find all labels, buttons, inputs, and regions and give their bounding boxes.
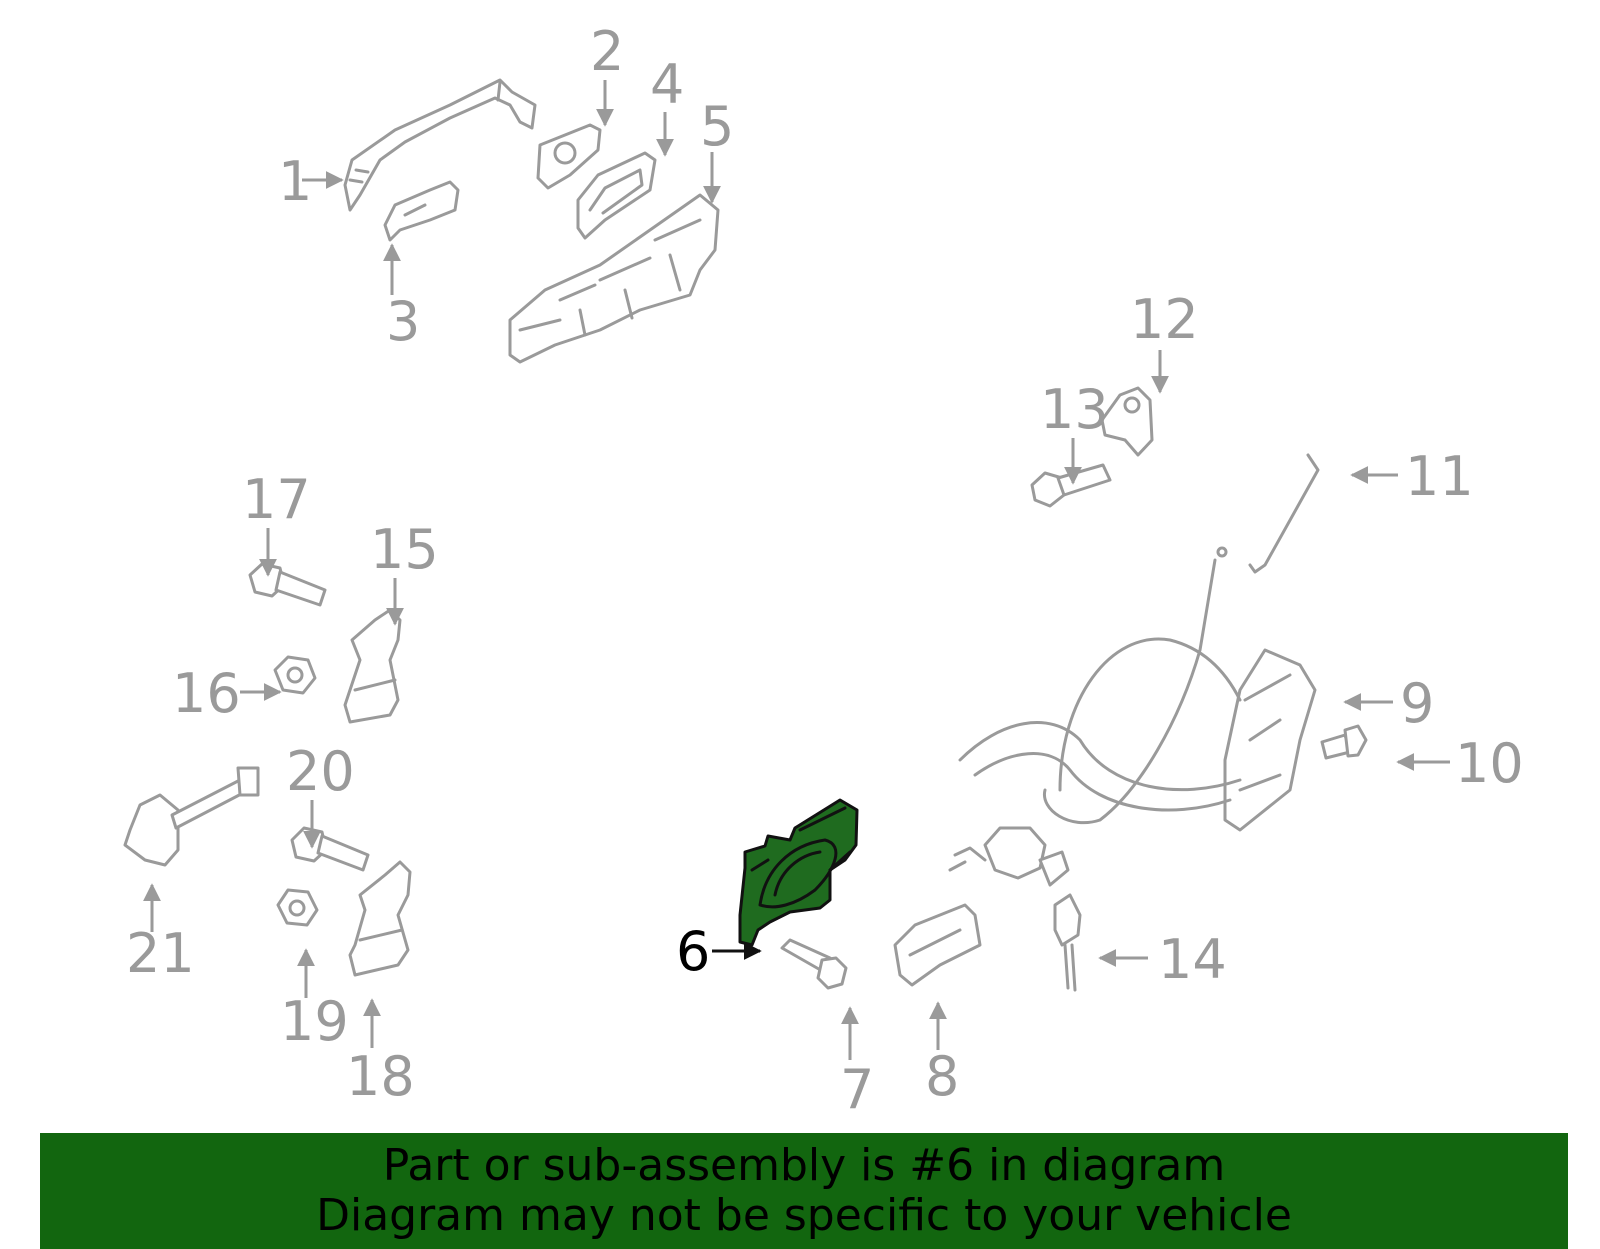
callout-11: 11 [1405, 445, 1474, 508]
callout-9: 9 [1400, 672, 1434, 735]
callout-17: 17 [242, 468, 311, 531]
callout-19: 19 [280, 990, 349, 1053]
part-11-rod [1248, 453, 1320, 574]
part-1-outer-handle [343, 78, 537, 212]
callout-18: 18 [346, 1045, 415, 1108]
part-18-hinge [348, 860, 412, 977]
callout-2: 2 [590, 20, 624, 83]
callout-5: 5 [700, 95, 734, 158]
part-15-hinge [343, 608, 402, 724]
part-14-lock-cylinder [948, 826, 1082, 992]
callout-13: 13 [1040, 378, 1109, 441]
leader-lines [143, 80, 1450, 1060]
part-19-nut [276, 888, 319, 927]
callout-3: 3 [386, 290, 420, 353]
callout-6: 6 [676, 920, 710, 983]
callout-16: 16 [172, 662, 241, 725]
part-4-gasket [576, 151, 657, 240]
part-9-latch [958, 546, 1317, 832]
callout-14: 14 [1158, 928, 1227, 991]
part-3-handle-cap [383, 180, 460, 242]
part-6-inside-handle [738, 798, 859, 947]
callout-4: 4 [650, 53, 684, 116]
callout-10: 10 [1455, 732, 1524, 795]
part-8-bezel [893, 903, 982, 987]
callout-15: 15 [370, 518, 439, 581]
part-2-cover [536, 123, 602, 190]
part-5-handle-frame [508, 193, 720, 364]
callout-12: 12 [1130, 288, 1199, 351]
part-13-bolt [1030, 463, 1112, 508]
part-16-nut [273, 655, 317, 695]
callout-1: 1 [278, 150, 312, 213]
part-10-screw [1320, 724, 1368, 760]
info-banner: Part or sub-assembly is #6 in diagram Di… [40, 1133, 1568, 1249]
banner-line-1: Part or sub-assembly is #6 in diagram [382, 1140, 1226, 1191]
callout-20: 20 [286, 740, 355, 803]
part-17-bolt [248, 562, 327, 607]
callout-7: 7 [840, 1058, 874, 1121]
banner-line-2: Diagram may not be specific to your vehi… [316, 1190, 1292, 1241]
part-21-door-check [123, 766, 260, 867]
part-20-bolt [290, 826, 370, 872]
callout-21: 21 [126, 922, 195, 985]
callout-8: 8 [925, 1045, 959, 1108]
part-12-bracket [1100, 386, 1154, 457]
part-7-bolt [780, 938, 848, 990]
